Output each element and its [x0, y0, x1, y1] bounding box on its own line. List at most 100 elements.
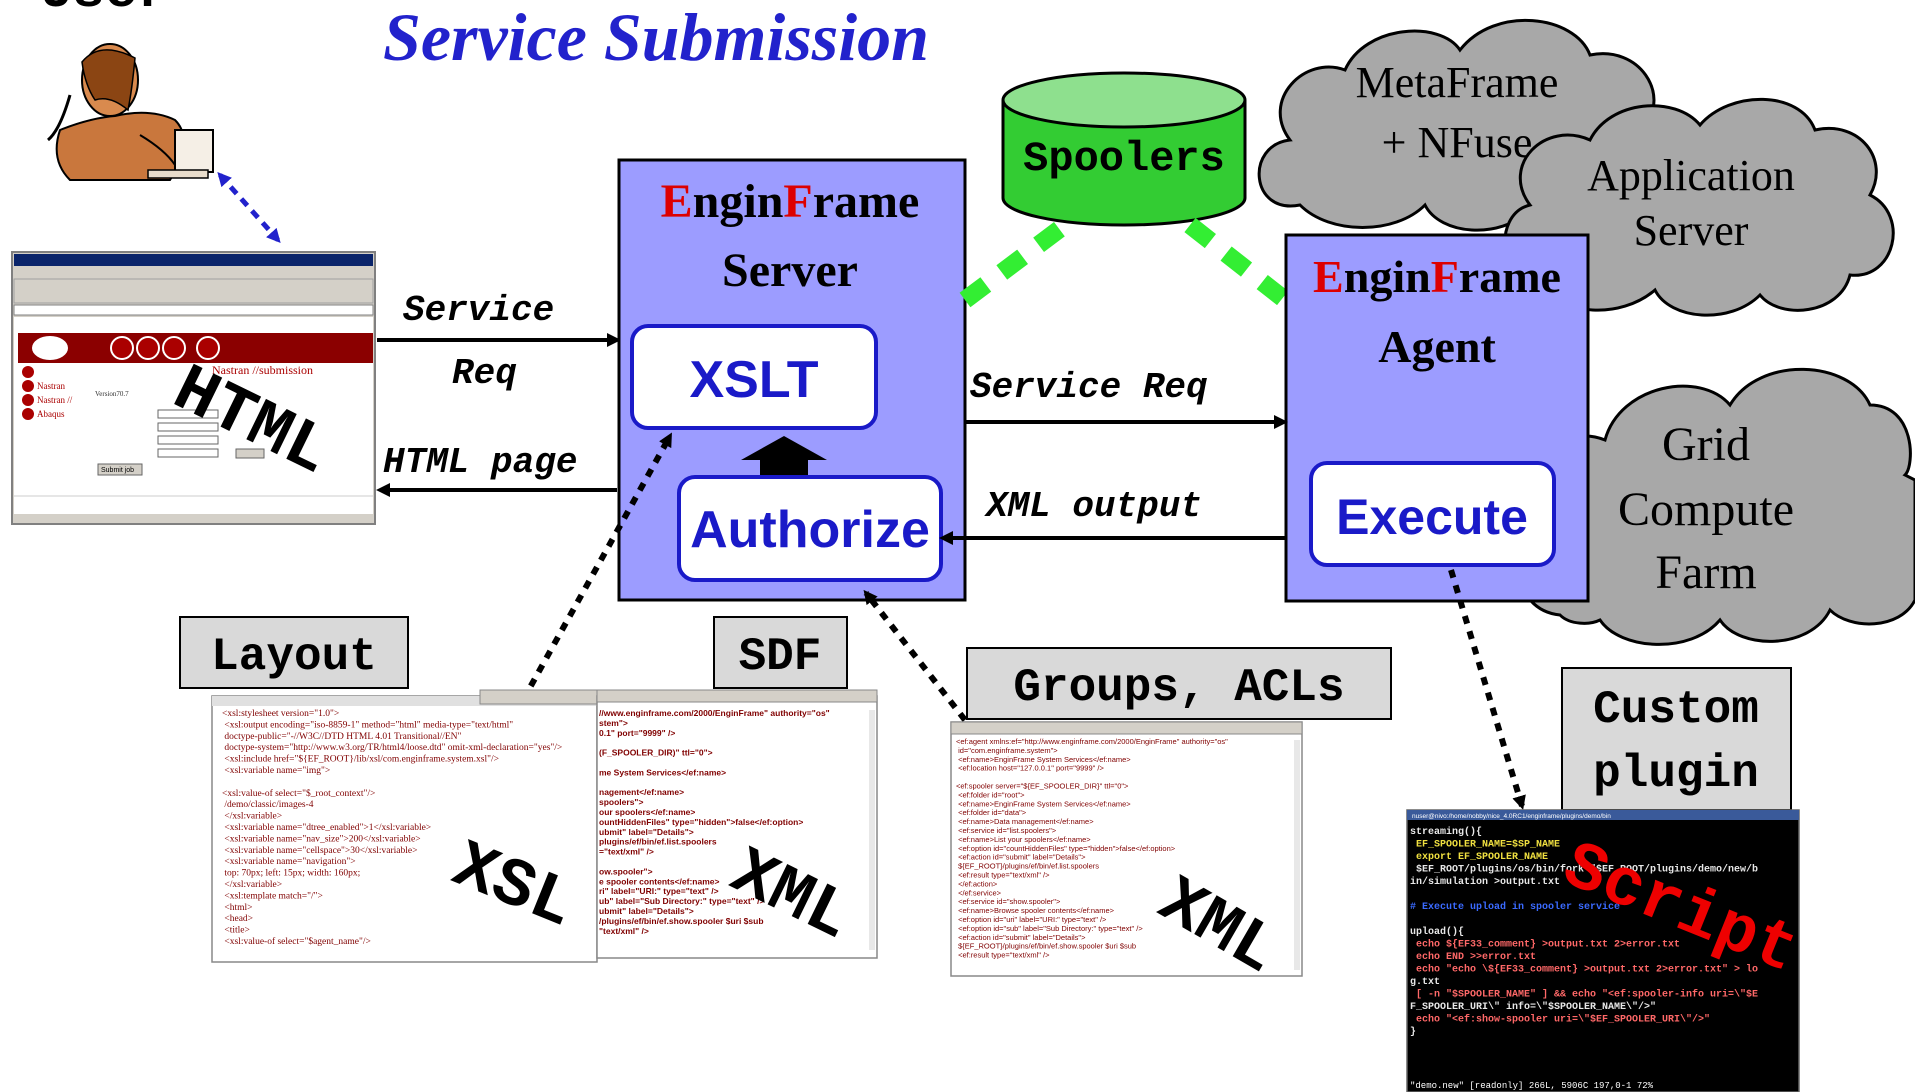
- code-line: <ef:name>EnginFrame System Services</ef:…: [956, 755, 1131, 764]
- html-page-label: HTML page: [383, 442, 577, 483]
- code-line: [956, 773, 958, 782]
- code-line: <xsl:value-of select="$agent_name"/>: [222, 936, 371, 947]
- code-line: export EF_SPOOLER_NAME: [1410, 852, 1548, 863]
- code-line: id="com.enginframe.system">: [956, 746, 1058, 755]
- authorize-to-xslt-arrow: [741, 436, 827, 478]
- portal-item-2: Nastran //: [37, 395, 73, 405]
- code-line: top: 70px; left: 15px; width: 160px;: [222, 868, 360, 879]
- authorize-label: Authorize: [690, 501, 930, 559]
- code-line: e spooler contents</ef:name>: [599, 876, 719, 886]
- code-line: EF_SPOOLER_NAME=$SP_NAME: [1410, 839, 1560, 851]
- code-line: $EF_ROOT/plugins/os/bin/fork "$EF_ROOT/p…: [1410, 864, 1758, 876]
- agent-role: Agent: [1378, 321, 1496, 372]
- code-line: ="text/xml" />: [599, 847, 654, 857]
- custom-plugin-line-2: plugin: [1593, 748, 1759, 800]
- service-req-label-1: Service: [403, 290, 554, 331]
- script-code: streaming(){ EF_SPOOLER_NAME=$SP_NAME ex…: [1410, 826, 1758, 1038]
- code-line: "text/xml" />: [599, 926, 649, 936]
- code-line: <ef:service id="show.spooler">: [956, 897, 1061, 906]
- code-line: <ef:action id="submit" label="Details">: [956, 853, 1086, 862]
- code-line: <ef:name>EnginFrame System Services</ef:…: [956, 799, 1131, 808]
- code-line: <ef:option id="sub" label="Sub Directory…: [956, 924, 1143, 933]
- code-line: [222, 777, 224, 787]
- portal-heading: Nastran //submission: [212, 363, 313, 377]
- code-line: <ef:spooler server="${EF_SPOOLER_DIR}" t…: [956, 782, 1129, 791]
- code-line: <ef:location host="127.0.0.1" port="9999…: [956, 764, 1104, 773]
- code-line: upload(){: [1410, 926, 1464, 938]
- code-line: ${EF_ROOT}/plugins/ef/bin/ef.show.spoole…: [956, 942, 1136, 951]
- xml-output-label: XML output: [984, 486, 1202, 527]
- portal-item-1: Nastran: [37, 381, 65, 391]
- grid-line-3: Farm: [1655, 546, 1756, 599]
- user-label: User: [40, 0, 170, 23]
- xslt-label: XSLT: [689, 351, 818, 409]
- code-line: g.txt: [1410, 977, 1440, 988]
- execute-component: [1309, 461, 1556, 567]
- code-line: <ef:name>Data management</ef:name>: [956, 817, 1094, 826]
- code-line: [599, 738, 601, 748]
- code-line: <xsl:stylesheet version="1.0">: [222, 709, 339, 719]
- code-line: <ef:folder id="root">: [956, 790, 1025, 799]
- acl-code-screenshot: <ef:agent xmlns:ef="http://www.enginfram…: [950, 721, 1303, 977]
- code-line: <ef:agent xmlns:ef="http://www.enginfram…: [956, 737, 1228, 746]
- code-line: <ef:result type="text/xml" />: [956, 951, 1050, 960]
- layout-label-box: [179, 616, 409, 689]
- code-line: <xsl:variable name="img">: [222, 766, 330, 776]
- code-line: [1410, 915, 1416, 926]
- code-line: echo "<ef:show-spooler uri=\"$EF_SPOOLER…: [1410, 1014, 1710, 1026]
- browser-screenshot: Nastran Nastran // Abaqus Nastran //subm…: [11, 251, 376, 525]
- code-line: stem">: [599, 718, 628, 728]
- layout-label: Layout: [211, 631, 377, 683]
- application-server-cloud: Application Server: [1503, 97, 1895, 317]
- script-status-line: "demo.new" [readonly] 266L, 5906C 197,0-…: [1410, 1081, 1654, 1091]
- custom-plugin-label-box: [1561, 667, 1792, 811]
- code-line: ub" label="Sub Directory:" type="text" /…: [599, 896, 764, 906]
- grid-line-1: Grid: [1662, 418, 1750, 471]
- acl-code: <ef:agent xmlns:ef="http://www.enginfram…: [956, 737, 1228, 960]
- sdf-label-box: [713, 616, 848, 689]
- portal-submit: Submit job: [101, 467, 134, 474]
- page-title: Service Submission: [383, 0, 929, 75]
- appserver-line-1: Application: [1587, 151, 1795, 200]
- spoolers-database: Spoolers: [1001, 71, 1247, 227]
- code-line: [ -n "$SPOOLER_NAME" ] && echo "<ef:spoo…: [1410, 989, 1758, 1001]
- code-line: ow.spooler">: [599, 866, 653, 876]
- spoolers-label: Spoolers: [1023, 135, 1225, 183]
- enginframe-server-box: EnginFrame Server XSLT Authorize: [617, 158, 967, 602]
- code-line: //www.enginframe.com/2000/EnginFrame" au…: [599, 708, 830, 718]
- metaframe-line-1: MetaFrame: [1356, 58, 1559, 107]
- code-line: <ef:option id="countHiddenFiles" type="h…: [956, 844, 1176, 853]
- code-line: ountHiddenFiles" type="hidden">false</ef…: [599, 817, 803, 827]
- code-line: <xsl:variable name="nav_size">200</xsl:v…: [222, 834, 421, 844]
- code-line: echo ${EF33_comment} >output.txt 2>error…: [1410, 939, 1680, 951]
- sdf-code: //www.enginframe.com/2000/EnginFrame" au…: [599, 708, 830, 936]
- server-spooler-link: [959, 217, 1071, 308]
- code-line: </xsl:variable>: [222, 880, 282, 890]
- execute-label: Execute: [1336, 489, 1528, 545]
- code-line: <xsl:variable name="dtree_enabled">1</xs…: [222, 823, 431, 833]
- code-line: in/simulation >output.txt: [1410, 876, 1560, 888]
- server-brand: EnginFrame: [661, 175, 920, 228]
- script-window-title: nuser@nivo:/home/nobby/nice_4.0RC1/engin…: [1412, 813, 1611, 820]
- xsl-to-xslt-arrow: [520, 432, 673, 702]
- sdf-code-screenshot: //www.enginframe.com/2000/EnginFrame" au…: [596, 689, 878, 959]
- code-line: /plugins/ef/bin/ef.show.spooler $uri $su…: [599, 916, 764, 926]
- code-line: [1410, 890, 1416, 901]
- service-req-label-2: Req: [452, 353, 517, 394]
- code-line: /demo/classic/images-4: [222, 800, 314, 810]
- code-line: <xsl:output encoding="iso-8859-1" method…: [222, 720, 513, 730]
- authorize-component: [677, 475, 943, 582]
- code-line: (F_SPOOLER_DIR)" ttl="0">: [599, 748, 713, 758]
- code-line: <ef:name>Browse spooler contents</ef:nam…: [956, 906, 1115, 915]
- code-line: <html>: [222, 903, 253, 913]
- metaframe-line-2: + NFuse: [1382, 118, 1533, 167]
- user-figure-icon: [46, 43, 214, 181]
- code-line: [599, 777, 601, 787]
- code-line: <xsl:value-of select="$_root_context"/>: [222, 788, 375, 799]
- code-line: plugins/ef/bin/ef.list.spoolers: [599, 837, 717, 847]
- code-line: </ef:service>: [956, 888, 1002, 897]
- code-line: <xsl:include href="${EF_ROOT}/lib/xsl/co…: [222, 754, 499, 765]
- code-line: our spoolers</ef:name>: [599, 807, 695, 817]
